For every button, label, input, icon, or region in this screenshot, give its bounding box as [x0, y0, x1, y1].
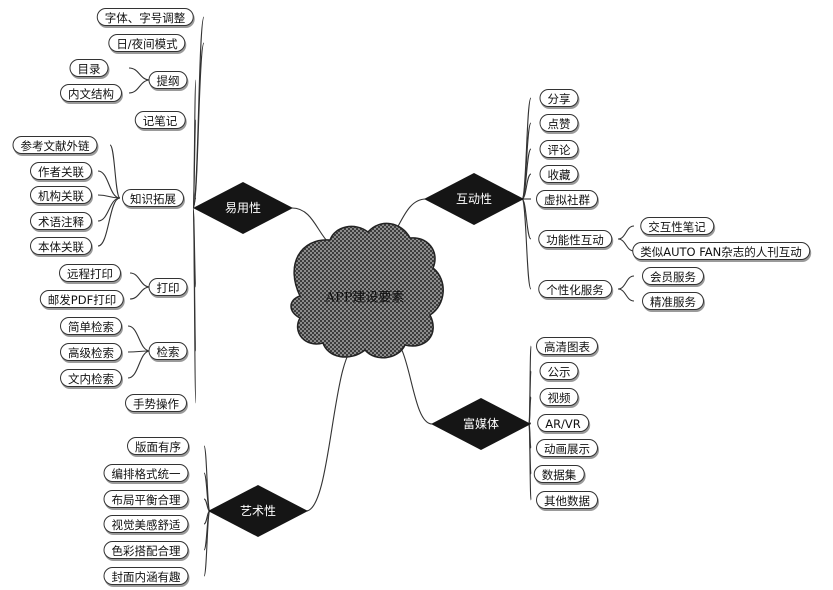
node-autofan-interaction[interactable]: 类似AUTO FAN杂志的人刊互动 [632, 242, 810, 260]
node-like[interactable]: 点赞 [539, 114, 579, 132]
connector-media-item [528, 423, 532, 501]
connector-knowledge-sub [97, 197, 121, 247]
node-search-advanced[interactable]: 高级检索 [60, 343, 122, 361]
node-notes[interactable]: 记笔记 [134, 111, 186, 129]
connector-search-sub [127, 350, 151, 379]
center-cloud-shape [290, 222, 444, 359]
node-search-fulltext[interactable]: 文内检索 [60, 369, 122, 387]
node-print[interactable]: 打印 [148, 278, 188, 296]
node-media-hd-charts[interactable]: 高清图表 [536, 337, 598, 355]
node-knowledge-ontology[interactable]: 本体关联 [30, 237, 92, 255]
connector-outline-sub [128, 79, 151, 94]
connector-knowledge-sub [97, 197, 121, 222]
node-functional-interaction[interactable]: 功能性互动 [538, 230, 612, 248]
connector-usability-item [192, 197, 197, 209]
connector-art-item [203, 445, 211, 512]
node-search[interactable]: 检索 [148, 342, 188, 360]
connector-functional-sub [617, 225, 635, 240]
node-media-dataset[interactable]: 数据集 [533, 465, 585, 483]
connector-interactive-item [521, 173, 532, 200]
node-art-format[interactable]: 编排格式统一 [103, 464, 189, 482]
connector-functional-sub [617, 238, 635, 252]
node-art-color[interactable]: 色彩搭配合理 [103, 541, 189, 559]
node-outline-structure[interactable]: 内文结构 [60, 84, 122, 102]
node-font-size[interactable]: 字体、字号调整 [96, 8, 194, 26]
connector-center-art [305, 344, 359, 512]
node-art-layout-order[interactable]: 版面有序 [127, 437, 189, 455]
node-comment[interactable]: 评论 [539, 140, 579, 158]
node-media-notice[interactable]: 公示 [539, 362, 579, 380]
node-art-balance[interactable]: 布局平衡合理 [103, 490, 189, 508]
node-media-animation[interactable]: 动画展示 [536, 439, 598, 457]
node-print-remote[interactable]: 远程打印 [59, 264, 121, 282]
node-knowledge-term[interactable]: 术语注释 [30, 212, 92, 230]
node-interactive-notes[interactable]: 交互性笔记 [640, 217, 714, 235]
connector-usability-item [192, 207, 197, 404]
node-search-simple[interactable]: 简单检索 [60, 317, 122, 335]
connector-print-sub [129, 286, 151, 300]
node-personalized-service[interactable]: 个性化服务 [538, 280, 612, 298]
connector-knowledge-sub [97, 170, 121, 199]
node-art-visual[interactable]: 视觉美感舒适 [103, 515, 189, 533]
node-art-cover[interactable]: 封面内涵有趣 [103, 567, 189, 585]
connector-print-sub [129, 272, 151, 288]
connector-outline-sub [128, 67, 151, 81]
node-knowledge-author[interactable]: 作者关联 [30, 162, 92, 180]
center-topic-label: APP建设要素 [325, 290, 405, 306]
node-outline[interactable]: 提纲 [148, 71, 188, 89]
connector-art-item [203, 510, 211, 577]
node-knowledge-org[interactable]: 机构关联 [30, 186, 92, 204]
connector-art-item [203, 472, 211, 512]
node-knowledge[interactable]: 知识拓展 [122, 189, 184, 207]
connector-usability-item [192, 119, 197, 209]
connector-knowledge-sub [109, 144, 121, 199]
node-share[interactable]: 分享 [539, 89, 579, 107]
node-favorite[interactable]: 收藏 [539, 165, 579, 183]
node-media-video[interactable]: 视频 [539, 388, 579, 406]
node-print-email[interactable]: 邮发PDF打印 [39, 290, 125, 308]
node-media-ar-vr[interactable]: AR/VR [537, 414, 589, 432]
connector-search-sub [127, 325, 151, 352]
connector-personal-sub [617, 275, 635, 290]
node-gesture[interactable]: 手势操作 [125, 394, 187, 412]
connector-personal-sub [617, 288, 635, 302]
node-outline-toc[interactable]: 目录 [69, 59, 109, 77]
connector-interactive-item [521, 198, 532, 290]
node-precise-service[interactable]: 精准服务 [642, 292, 704, 310]
node-knowledge-references[interactable]: 参考文献外链 [12, 136, 98, 154]
node-day-night-mode[interactable]: 日/夜间模式 [108, 34, 186, 52]
node-virtual-community[interactable]: 虚拟社群 [536, 190, 598, 208]
node-member-service[interactable]: 会员服务 [642, 267, 704, 285]
node-media-other[interactable]: 其他数据 [536, 491, 598, 509]
